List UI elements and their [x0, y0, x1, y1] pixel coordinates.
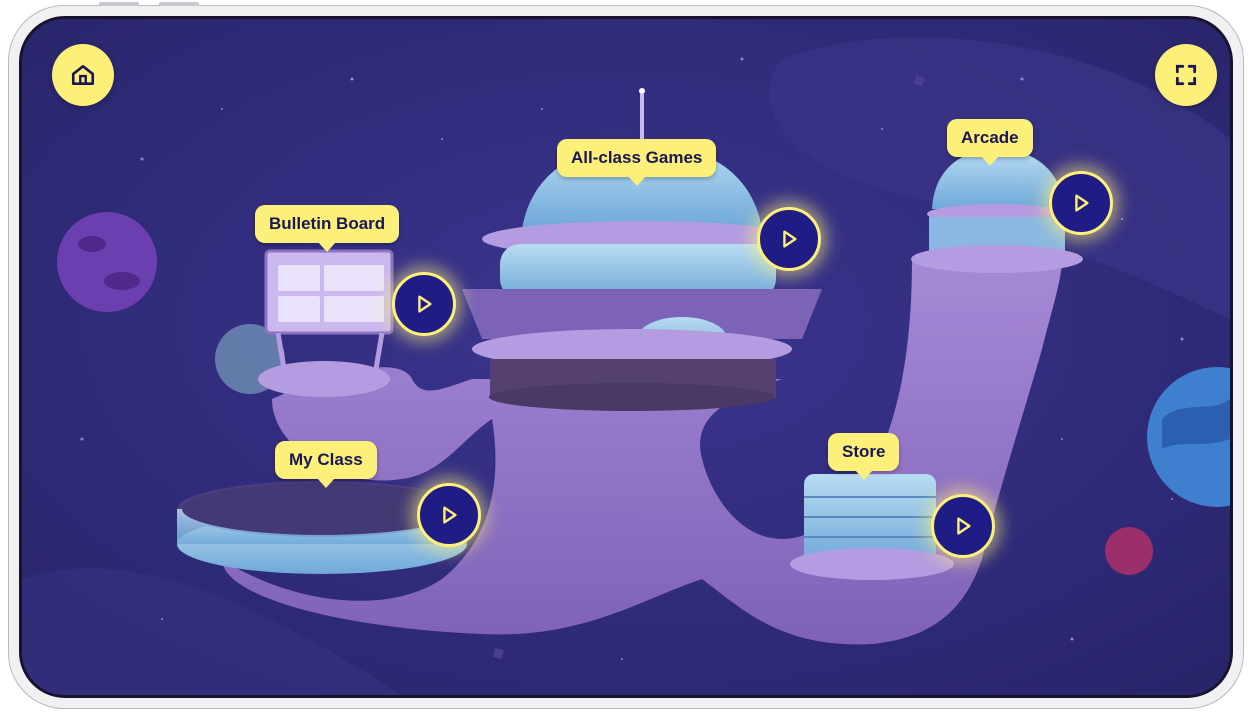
play-button-all-class-games[interactable]	[757, 207, 821, 271]
nebula-cloud	[22, 568, 402, 695]
asteroid	[913, 74, 926, 87]
planet-red	[1105, 527, 1153, 575]
home-icon	[71, 65, 95, 85]
play-button-bulletin-board[interactable]	[392, 272, 456, 336]
asteroid	[492, 648, 504, 660]
arcade-dome	[932, 149, 1064, 209]
play-button-my-class[interactable]	[417, 483, 481, 547]
store-tower-lines	[804, 496, 936, 538]
hub-deck	[462, 289, 822, 339]
home-button[interactable]	[52, 44, 114, 106]
play-button-arcade[interactable]	[1049, 171, 1113, 235]
bulletin-card	[278, 296, 320, 322]
bulletin-leg	[275, 332, 287, 370]
bulletin-leg	[373, 332, 385, 370]
play-icon	[443, 506, 457, 524]
play-icon	[957, 517, 971, 535]
planet-purple	[57, 212, 157, 312]
bulletin-card	[278, 265, 320, 291]
label-store[interactable]: Store	[828, 433, 900, 480]
store-base	[790, 548, 954, 580]
tablet-volume-button	[99, 2, 139, 6]
bulletin-card	[324, 265, 384, 291]
label-bulletin-board[interactable]: Bulletin Board	[255, 205, 400, 252]
tablet-power-button	[159, 2, 199, 6]
bulletin-card	[324, 296, 384, 322]
hub-base-bottom	[489, 383, 775, 411]
planet-blue-stripe	[1162, 399, 1230, 449]
tablet-frame: Bulletin Board All-class Games Arcade My…	[8, 2, 1244, 709]
fullscreen-button[interactable]	[1155, 44, 1217, 106]
fullscreen-icon	[1175, 64, 1197, 86]
planet-purple-spot	[104, 272, 140, 290]
label-arcade[interactable]: Arcade	[947, 119, 1033, 166]
play-icon	[418, 295, 432, 313]
bulletin-platform	[258, 361, 390, 397]
play-icon	[783, 230, 797, 248]
label-my-class[interactable]: My Class	[275, 441, 377, 488]
planet-purple-spot	[78, 236, 106, 252]
dome-band	[500, 244, 776, 299]
play-icon	[1075, 194, 1089, 212]
antenna-tip	[639, 88, 645, 94]
my-class-platform-deck	[182, 483, 462, 535]
space-station-scene	[22, 19, 1230, 695]
arcade-base	[911, 245, 1083, 273]
play-button-store[interactable]	[931, 494, 995, 558]
game-screen: Bulletin Board All-class Games Arcade My…	[19, 16, 1233, 698]
label-all-class-games[interactable]: All-class Games	[557, 139, 717, 186]
